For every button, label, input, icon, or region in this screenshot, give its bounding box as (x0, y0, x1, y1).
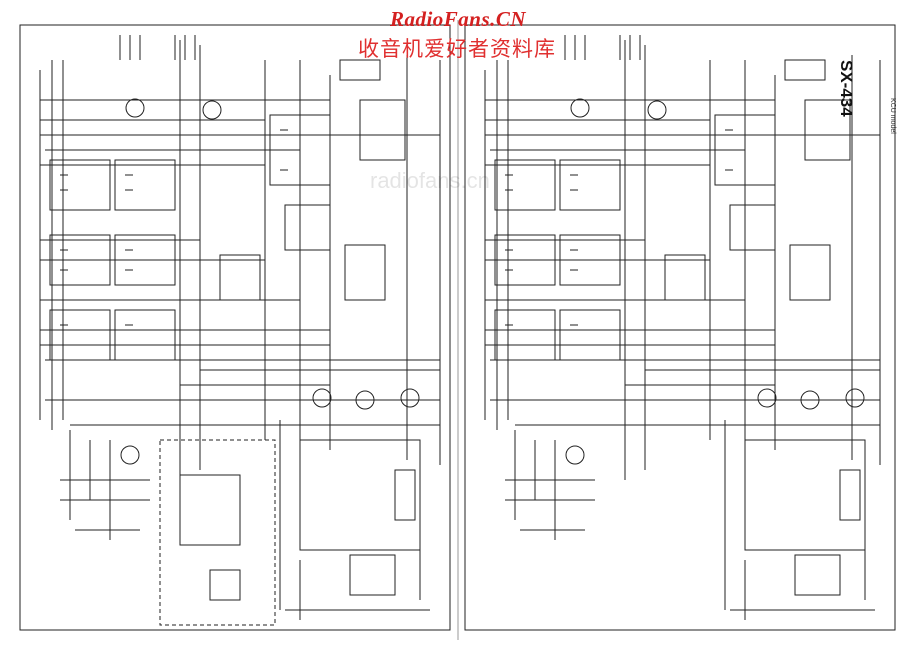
ghost-watermark: radiofans.cn (370, 168, 490, 193)
watermark-title: RadioFans.CN (389, 7, 527, 31)
right-schematic-page (464, 24, 896, 631)
watermark-subtitle: 收音机爱好者资料库 (358, 37, 556, 61)
region-label: KCU model (889, 98, 896, 134)
model-number: SX-434 (837, 60, 856, 117)
left-schematic-page (19, 24, 451, 631)
